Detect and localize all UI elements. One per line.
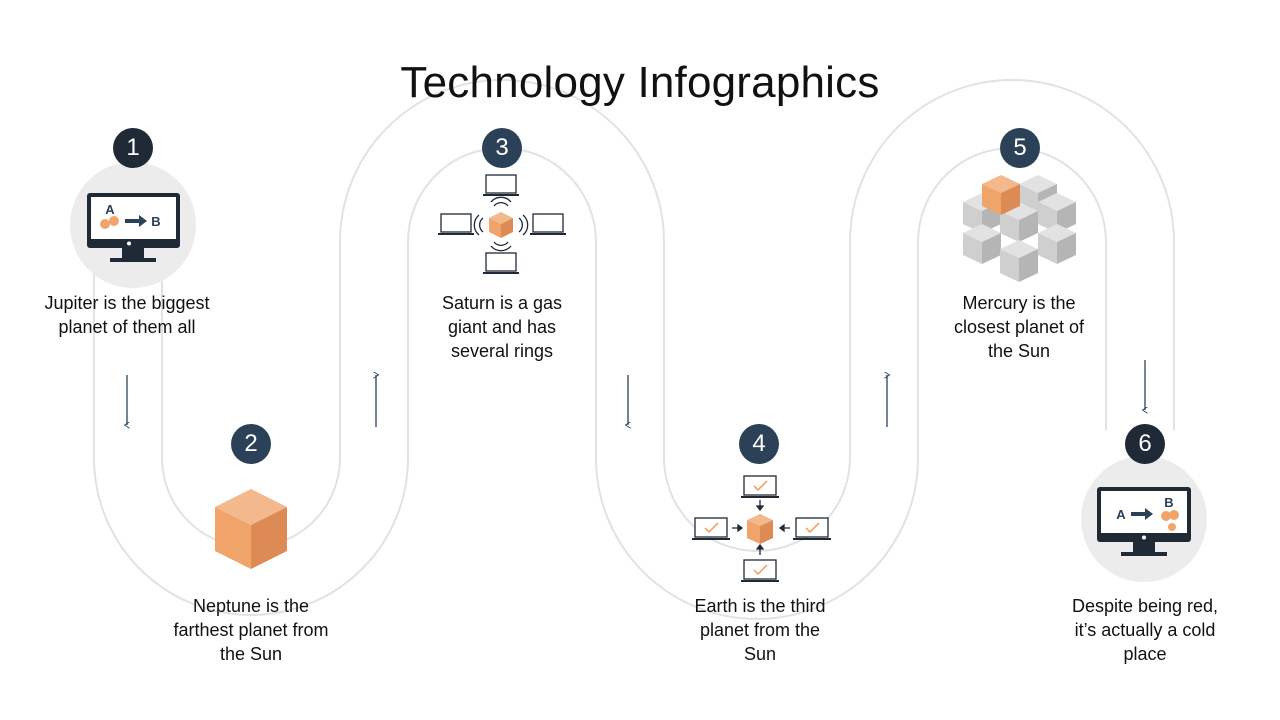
road-outer-line	[93, 147, 1107, 620]
step-6-label: Despite being red, it’s actually a cold …	[1071, 596, 1219, 664]
step-4-label: Earth is the third planet from the Sun	[694, 596, 826, 664]
step-1-badge: 1	[113, 128, 153, 168]
step-3-label: Saturn is a gas giant and has several ri…	[441, 293, 563, 361]
step-2-label: Neptune is the farthest planet from the …	[173, 596, 329, 664]
direction-arrows	[127, 360, 1145, 427]
monitor-6-letter-b: B	[1164, 495, 1173, 510]
cube-cluster-icon	[963, 175, 1076, 282]
page-title: Technology Infographics	[400, 58, 880, 107]
monitor-6-letter-a: A	[1116, 507, 1126, 522]
monitor-1-letter-b: B	[151, 214, 160, 229]
step-2-badge: 2	[231, 424, 271, 464]
network-check-icon	[692, 475, 831, 582]
monitor-a-to-b-icon: A B	[1081, 456, 1207, 582]
monitor-a-to-b-icon: A B	[70, 162, 196, 288]
step-5-label: Mercury is the closest planet of the Sun	[953, 293, 1085, 361]
monitor-1-letter-a: A	[105, 202, 115, 217]
step-6-badge: 6	[1125, 424, 1165, 464]
wireless-network-icon	[438, 174, 566, 274]
winding-road	[93, 79, 1175, 620]
step-5-badge: 5	[1000, 128, 1040, 168]
step-1-label: Jupiter is the biggest planet of them al…	[44, 293, 210, 337]
step-3-badge: 3	[482, 128, 522, 168]
step-4-badge: 4	[739, 424, 779, 464]
road-inner-line	[161, 79, 1175, 552]
orange-cube-icon	[215, 489, 287, 569]
